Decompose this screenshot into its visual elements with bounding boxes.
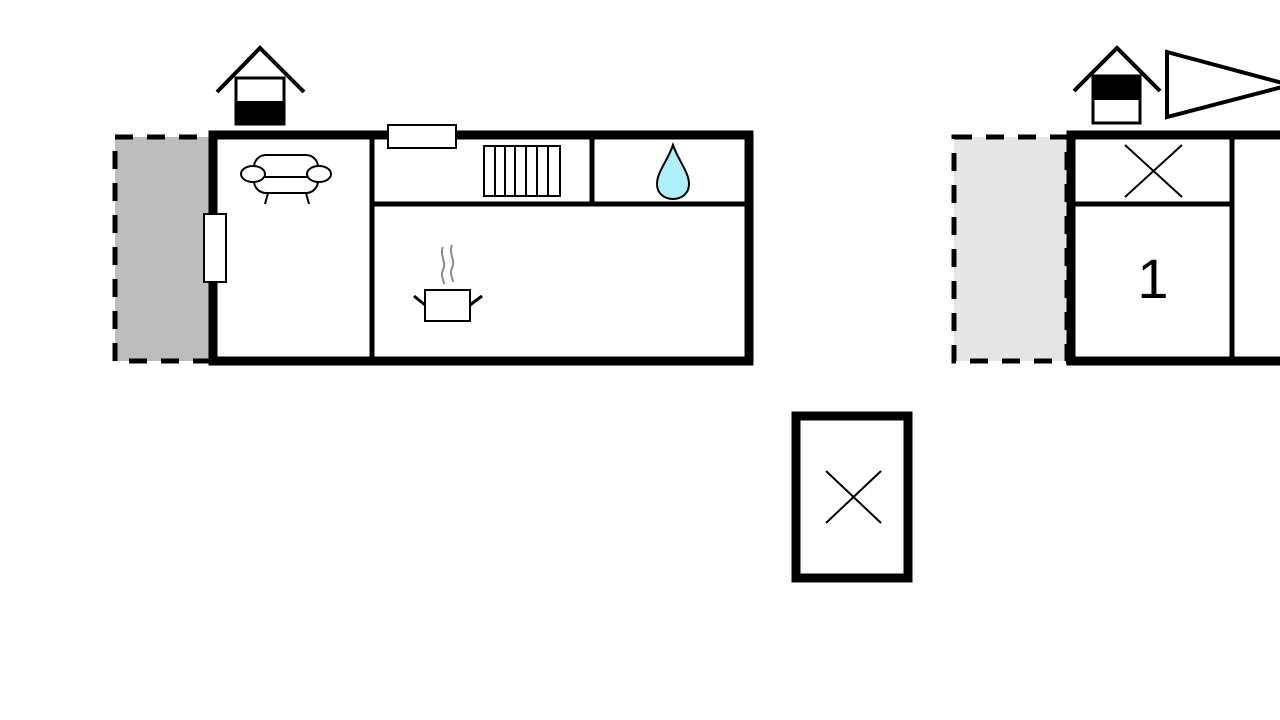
sofa-icon [240, 154, 332, 205]
left-floor-plan [112, 45, 754, 366]
terrace-left [112, 134, 214, 364]
radiator-icon [483, 145, 561, 197]
window-left [203, 213, 227, 283]
room-number: 1 [1137, 247, 1168, 310]
entrance-house-icon [1072, 45, 1162, 125]
cross-mark-icon [825, 470, 882, 524]
water-drop-icon [655, 141, 691, 201]
terrace-right [951, 134, 1070, 364]
direction-triangle-icon [1165, 49, 1280, 120]
outer-wall-right [1066, 130, 1280, 366]
cooking-pot-icon [413, 244, 483, 322]
right-floor-plan: 1 [951, 45, 1280, 366]
entrance-house-icon [215, 45, 306, 126]
cross-mark-icon [1124, 144, 1183, 198]
window-top [387, 124, 457, 149]
separate-room [791, 411, 913, 583]
